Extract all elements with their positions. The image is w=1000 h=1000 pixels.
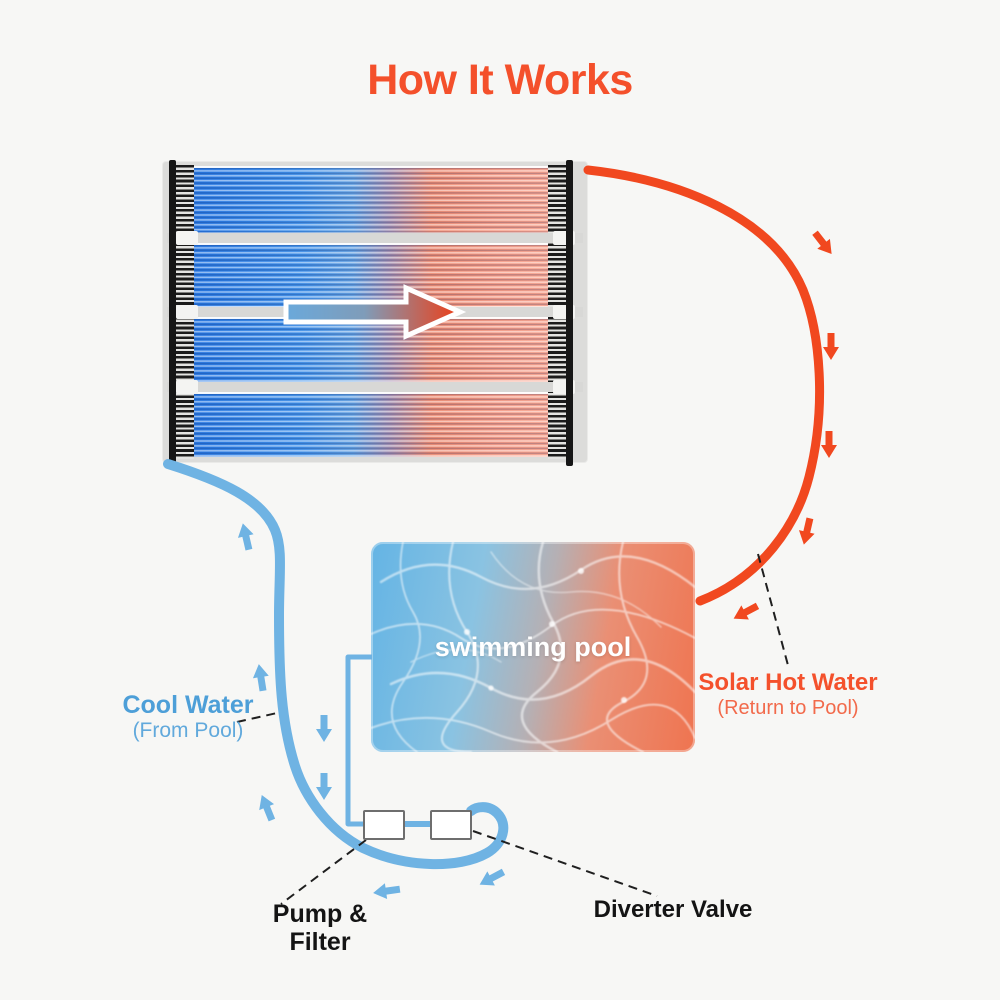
pump-filter-box — [363, 810, 405, 840]
callout-dashed-lines — [236, 553, 790, 905]
collector-tube-band — [194, 317, 548, 382]
pool-label: swimming pool — [434, 632, 632, 662]
collector-clip — [176, 305, 198, 319]
pool-water-caustics — [371, 542, 695, 752]
pump-filter-label: Pump & Filter — [272, 900, 368, 956]
solar-hot-water-subtitle: (Return to Pool) — [717, 696, 859, 719]
collector-clip — [176, 231, 198, 245]
pool-supply-pipe — [345, 654, 372, 827]
solar-hot-water-label: Solar Hot Water (Return to Pool) — [693, 669, 883, 719]
heat-flow-arrow-icon — [283, 284, 467, 340]
hot-water-pipe — [583, 165, 825, 606]
page-title: How It Works — [367, 56, 633, 104]
solar-hot-water-title: Solar Hot Water — [698, 669, 878, 696]
diverter-valve-box — [430, 810, 472, 840]
collector-manifold-left — [169, 160, 176, 466]
cool-water-pipe — [163, 459, 509, 870]
collector-tube-band — [194, 243, 548, 307]
collector-manifold-right — [566, 160, 573, 466]
swimming-pool — [371, 542, 695, 752]
cool-water-subtitle: (From Pool) — [132, 719, 244, 742]
collector-tube-band — [194, 392, 548, 457]
diverter-valve-label: Diverter Valve — [593, 896, 753, 923]
hot-flow-arrow-icons — [729, 227, 839, 626]
collector-tube-band — [194, 166, 548, 233]
cool-water-title: Cool Water — [122, 691, 254, 719]
collector-clip — [176, 380, 198, 394]
cool-water-label: Cool Water (From Pool) — [98, 691, 278, 743]
